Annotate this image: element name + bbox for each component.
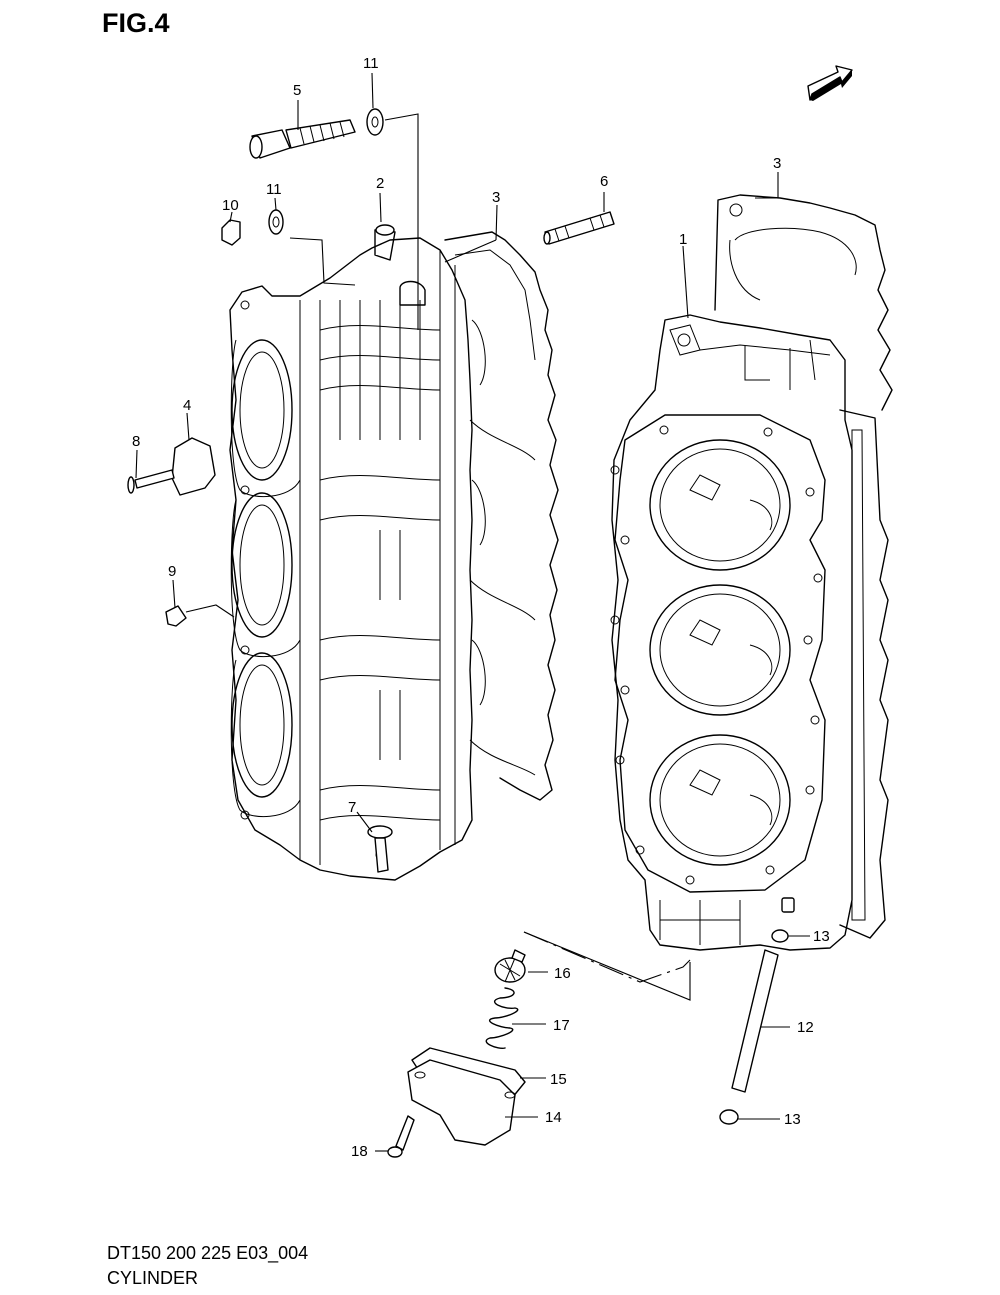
section-name: CYLINDER [107, 1268, 199, 1288]
callout-label: 1 [679, 231, 687, 248]
fwd-arrow-icon: FWD [807, 65, 853, 101]
callout-label: 18 [351, 1143, 368, 1160]
callout-label: 4 [183, 397, 191, 414]
bolt-5 [249, 119, 356, 159]
callout-label: 15 [550, 1071, 567, 1088]
callout-label: 3 [773, 155, 781, 172]
spring-17 [485, 987, 519, 1050]
figure-title: FIG.4 [102, 8, 170, 38]
callout-label: 11 [266, 181, 282, 198]
washer-11-lower [268, 209, 284, 235]
callout-label: 7 [348, 799, 356, 816]
callout-label: 6 [600, 173, 608, 190]
callout-label: 3 [492, 189, 500, 206]
callout-label: 13 [813, 928, 830, 945]
bolt-7 [367, 825, 393, 873]
bracket-4 [171, 437, 216, 496]
bolt-18 [387, 1115, 415, 1158]
leader-lines [135, 72, 810, 1152]
callout-label: 8 [132, 433, 140, 450]
washer-11-upper [366, 108, 384, 136]
callout-label: 11 [363, 55, 379, 72]
callout-label: 13 [784, 1111, 801, 1128]
cylinder-block-left [229, 224, 559, 881]
clamp-13-lower [719, 1109, 739, 1125]
plug-9 [165, 605, 187, 627]
callout-label: 14 [545, 1109, 562, 1126]
model-code: DT150 200 225 E03_004 [107, 1243, 309, 1263]
clamp-13-upper [771, 929, 789, 943]
nut-10 [221, 219, 241, 246]
callout-label: 5 [293, 82, 301, 99]
callout-labels: 1 2 3 3 4 5 6 7 8 9 10 11 11 12 13 13 14… [132, 55, 830, 1160]
callout-label: 2 [376, 175, 384, 192]
callout-label: 16 [554, 965, 571, 982]
callout-label: 9 [168, 563, 176, 580]
valve-16 [494, 949, 526, 983]
stud-6 [543, 211, 615, 245]
screw-8 [127, 469, 175, 494]
callout-label: 17 [553, 1017, 570, 1034]
cover-14 [407, 1059, 516, 1146]
cylinder-block-right [610, 194, 893, 951]
callout-label: 12 [797, 1019, 814, 1036]
hose-12 [731, 949, 779, 1093]
callout-label: 10 [222, 197, 239, 214]
